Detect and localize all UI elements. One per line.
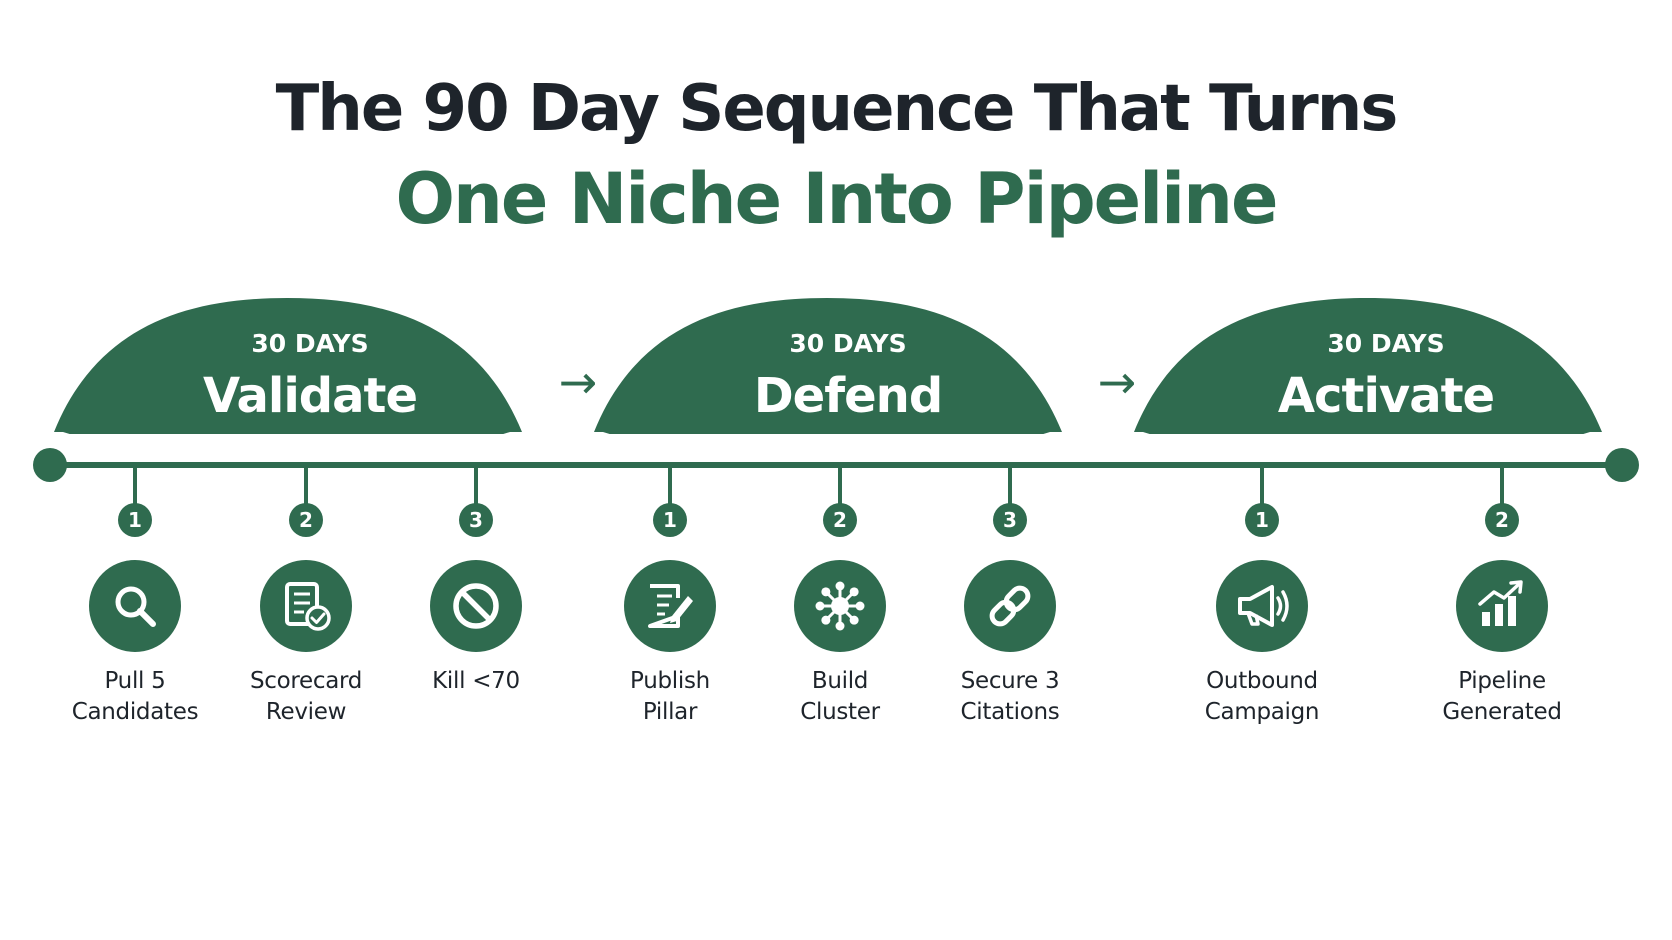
arrow-right-icon: → bbox=[559, 355, 598, 409]
phase-dome bbox=[54, 298, 522, 435]
step-number-badge bbox=[1485, 503, 1519, 537]
megaphone-icon bbox=[1238, 585, 1289, 627]
phase-name: Activate bbox=[1278, 368, 1494, 424]
step-label-line-2: Pillar bbox=[642, 699, 698, 725]
step-icon-circle bbox=[89, 560, 181, 652]
title-line-1: The 90 Day Sequence That Turns bbox=[275, 72, 1399, 146]
phase-band bbox=[606, 434, 1048, 462]
step-item: 1 bbox=[1216, 465, 1308, 652]
step-label-line-2: Cluster bbox=[800, 699, 880, 725]
step-number-badge bbox=[459, 503, 493, 537]
step-number: 2 bbox=[299, 508, 313, 532]
prohibited-icon bbox=[453, 583, 499, 629]
step-label: Kill <70 bbox=[381, 666, 571, 697]
steps-layer: 1 2 3 1 2 3 1 2 bbox=[89, 465, 1548, 652]
step-number: 3 bbox=[469, 508, 483, 532]
phase-dome bbox=[594, 298, 1062, 435]
phase-validate: 30 DAYS Validate bbox=[54, 298, 522, 462]
step-number: 1 bbox=[1255, 508, 1269, 532]
step-label-line-2: Citations bbox=[960, 699, 1060, 725]
step-number-badge bbox=[823, 503, 857, 537]
magnifier-icon bbox=[115, 586, 156, 627]
phase-dome bbox=[1134, 298, 1602, 435]
step-label-line-1: Pipeline bbox=[1458, 668, 1546, 694]
hub-network-icon bbox=[815, 581, 865, 631]
step-number: 2 bbox=[833, 508, 847, 532]
step-number: 2 bbox=[1495, 508, 1509, 532]
step-item: 1 bbox=[624, 465, 716, 652]
step-item: 2 bbox=[1456, 465, 1548, 652]
timeline-end-dot bbox=[1605, 448, 1639, 482]
arrow-right-icon: → bbox=[1098, 355, 1137, 409]
step-label: Secure 3 Citations bbox=[915, 666, 1105, 728]
phase-defend: 30 DAYS Defend bbox=[594, 298, 1062, 462]
phase-band bbox=[1146, 434, 1588, 462]
chain-link-icon bbox=[989, 585, 1031, 627]
phase-band bbox=[66, 434, 508, 462]
step-label-line-2: Campaign bbox=[1204, 699, 1320, 725]
step-item: 2 bbox=[260, 465, 352, 652]
growth-chart-icon bbox=[1478, 580, 1523, 626]
step-icon-circle bbox=[1216, 560, 1308, 652]
step-item: 3 bbox=[430, 465, 522, 652]
step-number-badge bbox=[993, 503, 1027, 537]
step-label-line-1: Outbound bbox=[1206, 668, 1318, 694]
step-icon-circle bbox=[260, 560, 352, 652]
timeline-start-dot bbox=[33, 448, 67, 482]
step-label-line-1: Secure 3 bbox=[960, 668, 1060, 694]
step-label-line-2: Generated bbox=[1442, 699, 1562, 725]
phase-duration: 30 DAYS bbox=[1327, 329, 1444, 358]
step-number: 3 bbox=[1003, 508, 1017, 532]
step-label-line-2: Review bbox=[265, 699, 347, 725]
step-number: 1 bbox=[663, 508, 677, 532]
step-label-line-1: Kill <70 bbox=[432, 668, 520, 694]
phase-duration: 30 DAYS bbox=[789, 329, 906, 358]
phase-duration: 30 DAYS bbox=[251, 329, 368, 358]
step-item: 2 bbox=[794, 465, 886, 652]
step-label-line-1: Publish bbox=[630, 668, 710, 694]
scorecard-check-icon bbox=[285, 582, 331, 631]
step-label-line-2: Candidates bbox=[71, 699, 199, 725]
step-item: 3 bbox=[964, 465, 1056, 652]
phase-name: Defend bbox=[754, 368, 942, 424]
phase-activate: 30 DAYS Activate bbox=[1134, 298, 1602, 462]
step-icon-circle bbox=[624, 560, 716, 652]
step-number-badge bbox=[653, 503, 687, 537]
title-line-2: One Niche Into Pipeline bbox=[395, 158, 1279, 240]
step-number-badge bbox=[289, 503, 323, 537]
document-pen-icon bbox=[648, 584, 693, 628]
step-label: Pull 5 Candidates bbox=[40, 666, 230, 728]
step-label-line-1: Pull 5 bbox=[104, 668, 166, 694]
step-number: 1 bbox=[128, 508, 142, 532]
step-number-badge bbox=[1245, 503, 1279, 537]
step-item: 1 bbox=[89, 465, 181, 652]
phase-name: Validate bbox=[203, 368, 417, 424]
step-number-badge bbox=[118, 503, 152, 537]
step-label-line-1: Scorecard bbox=[249, 668, 363, 694]
step-label-line-1: Build bbox=[811, 668, 869, 694]
